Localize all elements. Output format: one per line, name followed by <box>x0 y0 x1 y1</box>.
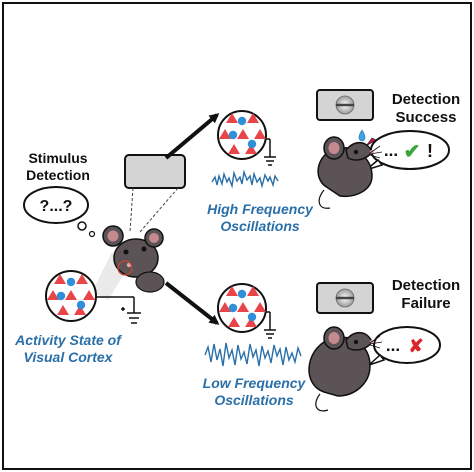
success-label-line2: Success <box>396 109 457 126</box>
neuron-circle-top <box>217 110 267 160</box>
stimulus-label-line2: Detection <box>26 167 90 183</box>
mouse-bottom-right <box>308 326 383 412</box>
water-drop-icon <box>358 129 366 142</box>
ground-electrode-bottom <box>264 311 276 339</box>
failure-label-line1: Detection <box>392 277 460 294</box>
ground-electrode-top <box>264 138 276 166</box>
grating-screen-top <box>316 89 374 121</box>
ground-electrode-left <box>96 296 141 324</box>
low-frequency-label-line1: Low Frequency <box>203 375 307 391</box>
cross-mark-icon: ✘ <box>408 336 423 356</box>
neuron-circle-left <box>45 270 97 322</box>
activity-state-line1: Activity State of <box>14 332 122 348</box>
low-frequency-trace <box>204 342 302 367</box>
success-speech-bubble: ... ✔ ! <box>365 130 450 171</box>
grating-screen-bottom <box>316 282 374 314</box>
activity-state-line2: Visual Cortex <box>24 349 114 365</box>
high-frequency-label-line2: Oscillations <box>220 218 300 234</box>
failure-dots: ... <box>386 336 400 355</box>
failure-label-line2: Failure <box>401 295 450 312</box>
success-label-line1: Detection <box>392 91 460 108</box>
mouse-top-right <box>317 129 383 209</box>
success-bang: ! <box>427 141 433 161</box>
question-thought-bubble: ?...? <box>23 186 96 238</box>
success-dots: ... <box>384 141 398 160</box>
high-frequency-trace <box>211 169 279 189</box>
arrow-to-low-frequency <box>164 281 220 325</box>
neuron-circle-bottom <box>217 283 267 333</box>
lick-spout <box>365 137 377 147</box>
check-mark-icon: ✔ <box>404 141 421 163</box>
sight-lines <box>129 187 179 233</box>
stimulus-label-line1: Stimulus <box>28 150 87 166</box>
low-frequency-label-line2: Oscillations <box>214 392 294 408</box>
question-text: ?...? <box>40 198 73 215</box>
stimulus-screen <box>124 154 186 189</box>
arrow-to-high-frequency <box>164 113 220 160</box>
high-frequency-label-line1: High Frequency <box>207 201 314 217</box>
failure-speech-bubble: ... ✘ <box>368 326 441 366</box>
mouse-left <box>92 225 165 300</box>
